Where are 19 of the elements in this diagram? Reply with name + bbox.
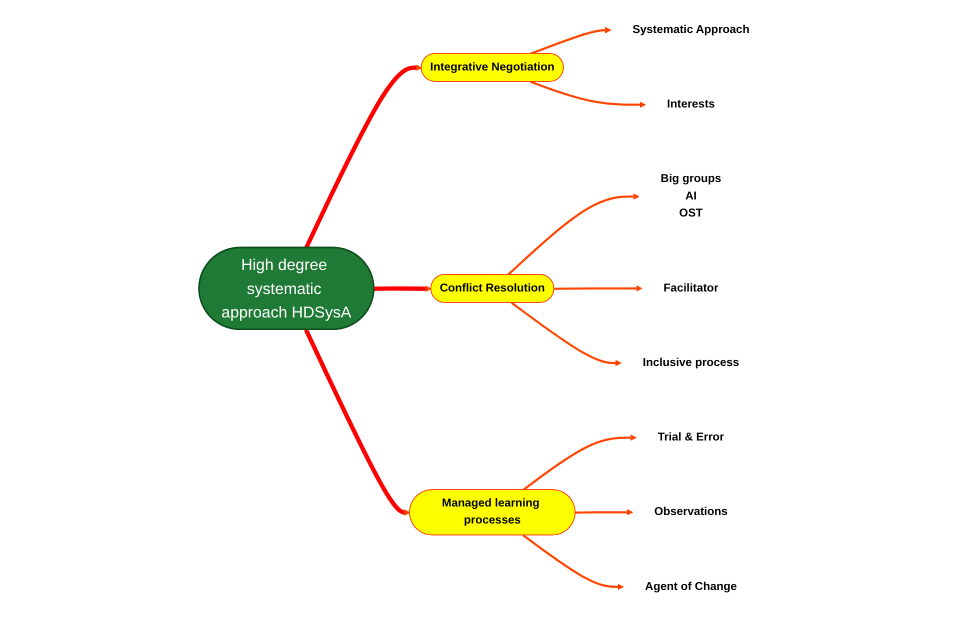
arrow xyxy=(507,193,640,276)
arrow xyxy=(530,26,612,55)
arrow xyxy=(510,302,622,366)
node-text: Interests xyxy=(667,98,715,110)
node-text: Inclusive process xyxy=(642,356,740,369)
arrow xyxy=(304,64,422,249)
node-text: Agent of Change xyxy=(645,580,737,593)
arrow xyxy=(304,328,410,516)
arrow xyxy=(554,285,642,292)
arrow xyxy=(522,534,624,590)
arrow xyxy=(530,80,646,108)
node-text: Big groups AI OST xyxy=(660,172,722,220)
arrow xyxy=(374,286,432,292)
node-text: Trial & Error xyxy=(658,431,724,444)
arrow xyxy=(575,509,634,516)
node-text: Observations xyxy=(654,506,728,518)
arrow xyxy=(522,434,637,491)
node-text: Systematic Approach xyxy=(632,24,750,36)
node-text: Facilitator xyxy=(664,282,718,294)
